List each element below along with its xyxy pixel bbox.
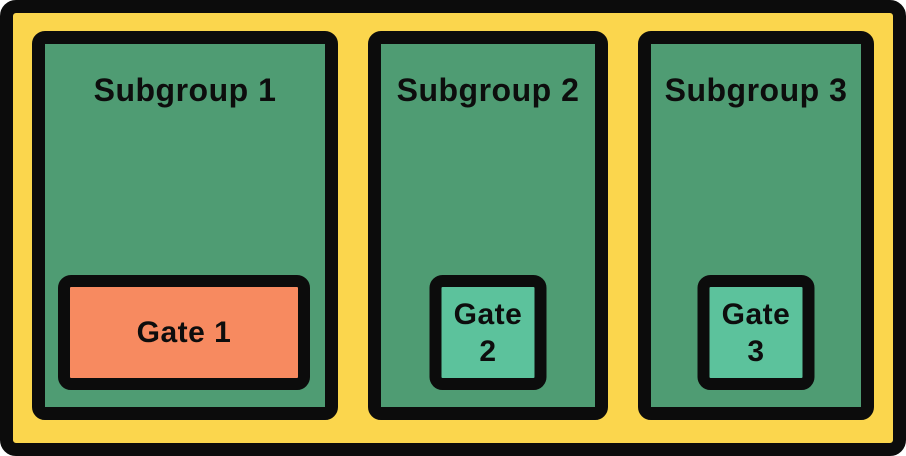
- gate-node-1: Gate 1: [58, 275, 310, 390]
- gate-node-3: Gate 3: [697, 275, 815, 390]
- gate-3-label: Gate 3: [721, 297, 791, 368]
- subgroup-2-title: Subgroup 2: [396, 72, 580, 108]
- subgroup-box-1: Subgroup 1 Gate 1: [32, 31, 338, 420]
- subgroup-box-3: Subgroup 3 Gate 3: [638, 31, 874, 420]
- gate-1-label: Gate 1: [136, 316, 232, 349]
- gate-2-label: Gate 2: [453, 297, 523, 368]
- subgroup-3-title: Subgroup 3: [664, 72, 848, 108]
- subgroup-box-2: Subgroup 2 Gate 2: [368, 31, 608, 420]
- gate-node-2: Gate 2: [429, 275, 547, 390]
- subgroup-1-title: Subgroup 1: [93, 72, 277, 108]
